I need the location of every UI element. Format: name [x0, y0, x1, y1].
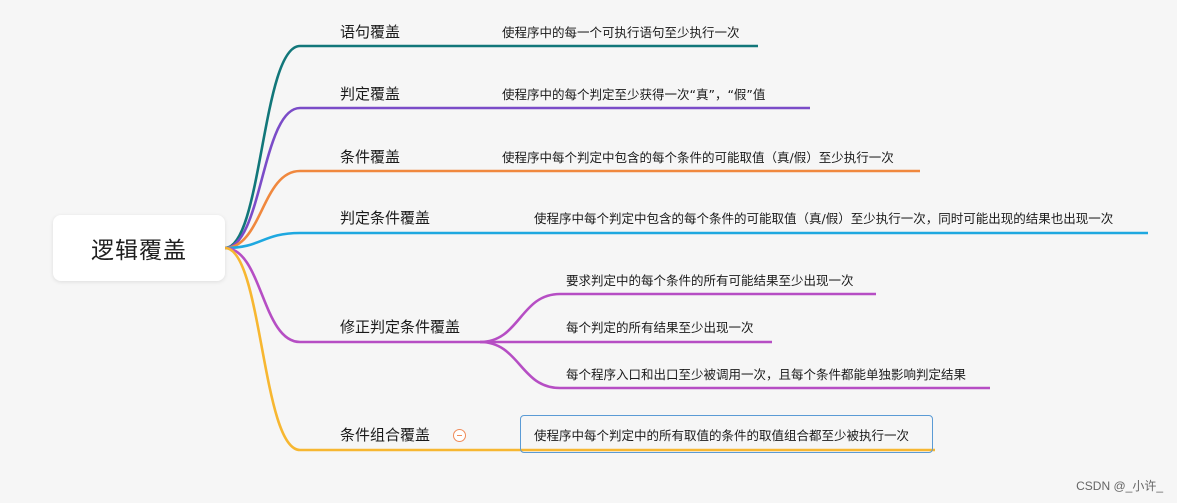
- desc-multiple-condition-coverage[interactable]: 使程序中每个判定中的所有取值的条件的取值组合都至少被执行一次: [534, 428, 910, 443]
- desc-mcdc-2[interactable]: 每个判定的所有结果至少出现一次: [566, 320, 754, 335]
- edge-root-branch-4: [224, 246, 480, 344]
- branch-label-decision-coverage[interactable]: 判定覆盖: [340, 85, 401, 103]
- collapse-icon[interactable]: [453, 429, 466, 442]
- root-label: 逻辑覆盖: [91, 238, 187, 264]
- desc-condition-coverage[interactable]: 使程序中每个判定中包含的每个条件的可能取值（真/假）至少执行一次: [502, 150, 894, 165]
- desc-statement-coverage[interactable]: 使程序中的每一个可执行语句至少执行一次: [502, 25, 740, 40]
- edge-branch-4-desc-0: [479, 292, 876, 344]
- selected-node-highlight[interactable]: [520, 415, 933, 453]
- branch-label-decision-condition-coverage[interactable]: 判定条件覆盖: [340, 209, 431, 227]
- root-node[interactable]: 逻辑覆盖: [53, 215, 225, 281]
- watermark: CSDN @_小许_: [1076, 479, 1163, 493]
- edge-root-branch-3: [224, 231, 1148, 250]
- edge-branch-4-desc-2: [479, 340, 990, 390]
- desc-decision-coverage[interactable]: 使程序中的每个判定至少获得一次“真”，“假”值: [502, 87, 766, 102]
- desc-mcdc-3[interactable]: 每个程序入口和出口至少被调用一次，且每个条件都能单独影响判定结果: [566, 367, 967, 382]
- branch-label-mcdc-coverage[interactable]: 修正判定条件覆盖: [340, 318, 461, 336]
- edge-root-branch-5: [224, 246, 935, 452]
- edge-root-branch-0: [224, 44, 758, 250]
- desc-decision-condition-coverage[interactable]: 使程序中每个判定中包含的每个条件的可能取值（真/假）至少执行一次，同时可能出现的…: [534, 211, 1114, 226]
- branch-label-statement-coverage[interactable]: 语句覆盖: [340, 23, 401, 41]
- edge-root-branch-1: [224, 106, 810, 250]
- branch-label-condition-coverage[interactable]: 条件覆盖: [340, 148, 401, 166]
- edge-root-branch-2: [224, 169, 920, 250]
- desc-mcdc-1[interactable]: 要求判定中的每个条件的所有可能结果至少出现一次: [566, 273, 854, 288]
- branch-label-multiple-condition-coverage[interactable]: 条件组合覆盖: [340, 426, 431, 444]
